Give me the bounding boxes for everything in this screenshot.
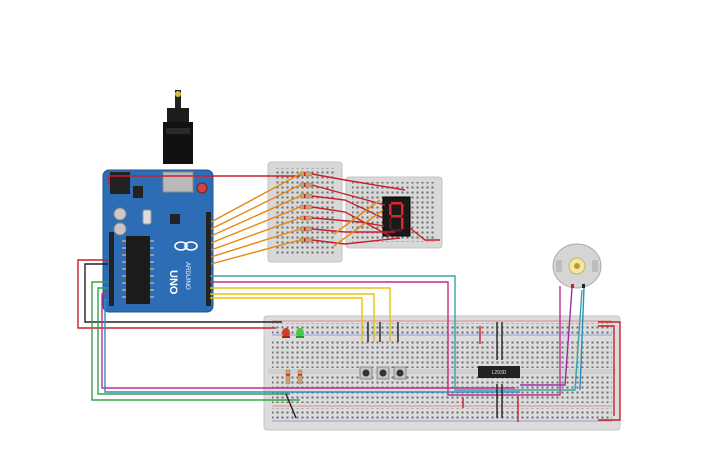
dc-motor-icon[interactable] (552, 243, 602, 289)
infinity-logo-icon (174, 241, 198, 251)
arduino-brand-text: ARDUINO (184, 262, 190, 290)
usb-cable-icon (163, 90, 193, 164)
seven-segment-digit: 9 (0, 0, 1, 1)
resistor-pair[interactable] (285, 369, 303, 385)
arduino-uno-board[interactable]: ARDUINO UNO (102, 90, 214, 313)
seven-segment-display[interactable]: 9 (0, 0, 411, 237)
wires[interactable] (77, 173, 621, 422)
pushbutton-3[interactable] (393, 366, 407, 380)
l293d-chip[interactable]: L293D (478, 366, 520, 378)
led-red[interactable] (282, 328, 290, 338)
led-green[interactable] (296, 328, 304, 338)
l293d-label: L293D (492, 370, 507, 376)
pushbutton-1[interactable] (359, 366, 373, 380)
main-breadboard[interactable] (263, 315, 621, 431)
pushbutton-2[interactable] (376, 366, 390, 380)
arduino-model-text: UNO (167, 270, 179, 295)
